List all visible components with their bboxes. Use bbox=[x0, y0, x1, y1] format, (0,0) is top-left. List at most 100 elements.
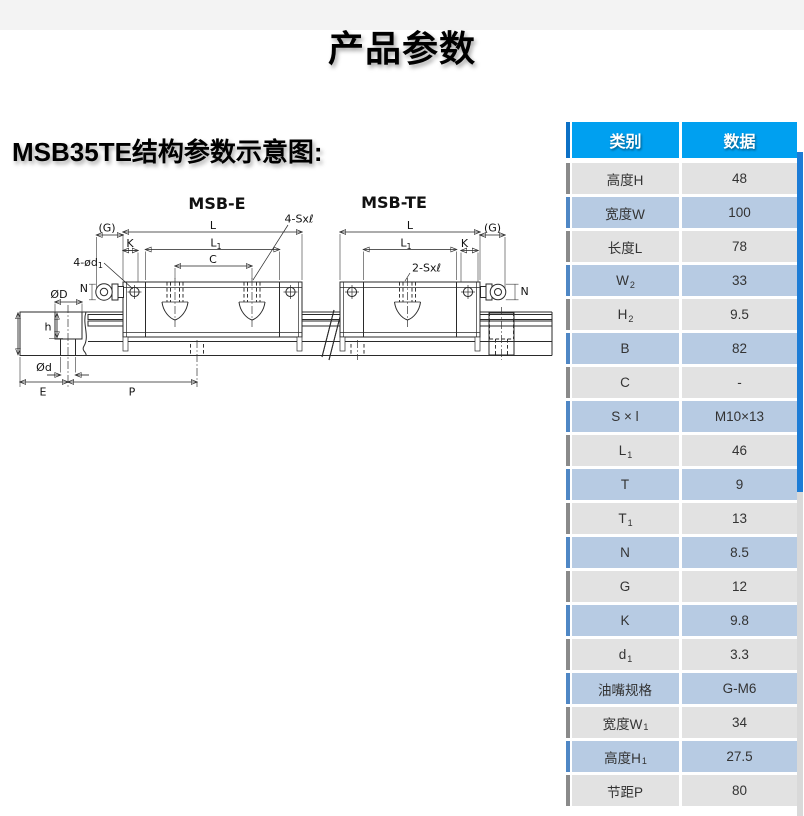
header-category: 类别 bbox=[572, 122, 679, 158]
dim-label-G-left: (G) bbox=[98, 222, 115, 235]
row-accent-bar bbox=[566, 741, 570, 772]
param-name-cell: 高度H bbox=[572, 163, 679, 194]
dim-label-K-right: K bbox=[461, 237, 469, 250]
dim-label-N-left: N bbox=[80, 282, 88, 295]
param-value-cell: 9.5 bbox=[682, 299, 797, 330]
param-value-cell: 27.5 bbox=[682, 741, 797, 772]
row-accent-bar bbox=[566, 639, 570, 670]
param-value-cell: G-M6 bbox=[682, 673, 797, 704]
dim-label-C: C bbox=[209, 253, 217, 266]
param-name-cell: T bbox=[572, 469, 679, 500]
row-accent-bar bbox=[566, 163, 570, 194]
scrollbar-thumb[interactable] bbox=[797, 152, 803, 492]
row-accent-bar bbox=[566, 537, 570, 568]
header-data: 数据 bbox=[682, 122, 797, 158]
scrollbar-track[interactable] bbox=[797, 152, 803, 816]
row-accent-bar bbox=[566, 605, 570, 636]
param-value-cell: 8.5 bbox=[682, 537, 797, 568]
leader-label-2sxl: 2-Sxℓ bbox=[412, 262, 441, 275]
param-name-cell: K bbox=[572, 605, 679, 636]
param-name-cell: G bbox=[572, 571, 679, 602]
row-accent-bar bbox=[566, 707, 570, 738]
dim-label-L-e: L bbox=[210, 219, 217, 232]
leader-label-4sxl: 4-Sxℓ bbox=[284, 213, 313, 226]
dim-label-Od: Ød bbox=[36, 361, 52, 374]
dim-label-OD: ØD bbox=[50, 288, 67, 301]
param-name-cell: B bbox=[572, 333, 679, 364]
page-top-strip bbox=[0, 0, 804, 30]
view-title-msb-e: MSB-E bbox=[188, 194, 245, 213]
param-value-cell: 12 bbox=[682, 571, 797, 602]
param-value-cell: 3.3 bbox=[682, 639, 797, 670]
table-row: C- bbox=[566, 367, 804, 398]
threaded-hole bbox=[394, 278, 421, 327]
dim-label-K-left: K bbox=[126, 237, 134, 250]
row-accent-bar bbox=[566, 401, 570, 432]
msb-e-block bbox=[122, 278, 303, 352]
param-value-cell: 78 bbox=[682, 231, 797, 262]
param-value-cell: 82 bbox=[682, 333, 797, 364]
row-accent-bar bbox=[566, 435, 570, 466]
dim-label-N-right: N bbox=[521, 285, 529, 298]
threaded-hole bbox=[161, 278, 189, 327]
view-title-msb-te: MSB-TE bbox=[361, 193, 427, 212]
threaded-hole bbox=[238, 278, 266, 327]
param-name-cell: N bbox=[572, 537, 679, 568]
param-value-cell: 48 bbox=[682, 163, 797, 194]
param-name-cell: 宽度W bbox=[572, 197, 679, 228]
param-name-cell: S × l bbox=[572, 401, 679, 432]
dim-label-G-right: (G) bbox=[484, 222, 501, 235]
table-header-row: 类别 数据 bbox=[566, 122, 804, 158]
param-value-cell: 46 bbox=[682, 435, 797, 466]
row-accent-bar bbox=[566, 265, 570, 296]
param-name-cell: 节距P bbox=[572, 775, 679, 806]
page-title: 产品参数 bbox=[327, 28, 476, 69]
row-accent-bar bbox=[566, 469, 570, 500]
grease-nipple-right bbox=[480, 283, 507, 301]
rail-cross-section bbox=[19, 311, 87, 356]
dim-label-P: P bbox=[129, 386, 136, 399]
msb-te-block bbox=[339, 278, 481, 352]
header-accent-bar bbox=[566, 122, 570, 158]
row-accent-bar bbox=[566, 571, 570, 602]
row-accent-bar bbox=[566, 503, 570, 534]
param-value-cell: 9.8 bbox=[682, 605, 797, 636]
param-name-cell: 长度L bbox=[572, 231, 679, 262]
param-value-cell: M10×13 bbox=[682, 401, 797, 432]
row-accent-bar bbox=[566, 299, 570, 330]
row-accent-bar bbox=[566, 367, 570, 398]
structure-diagram: MSB-E MSB-TE ØD h Ød E P L L1 C bbox=[0, 193, 553, 399]
dimension-annotations: MSB-E MSB-TE ØD h Ød E P L L1 C bbox=[18, 193, 529, 399]
dim-label-h: h bbox=[45, 321, 52, 334]
param-value-cell: 33 bbox=[682, 265, 797, 296]
param-value-cell: - bbox=[682, 367, 797, 398]
dim-label-L1-te: L1 bbox=[400, 237, 411, 252]
grease-nipple-left bbox=[95, 283, 124, 301]
dim-label-L1-e: L1 bbox=[210, 237, 221, 252]
param-value-cell: 100 bbox=[682, 197, 797, 228]
dim-label-E: E bbox=[40, 386, 47, 399]
param-value-cell: 13 bbox=[682, 503, 797, 534]
